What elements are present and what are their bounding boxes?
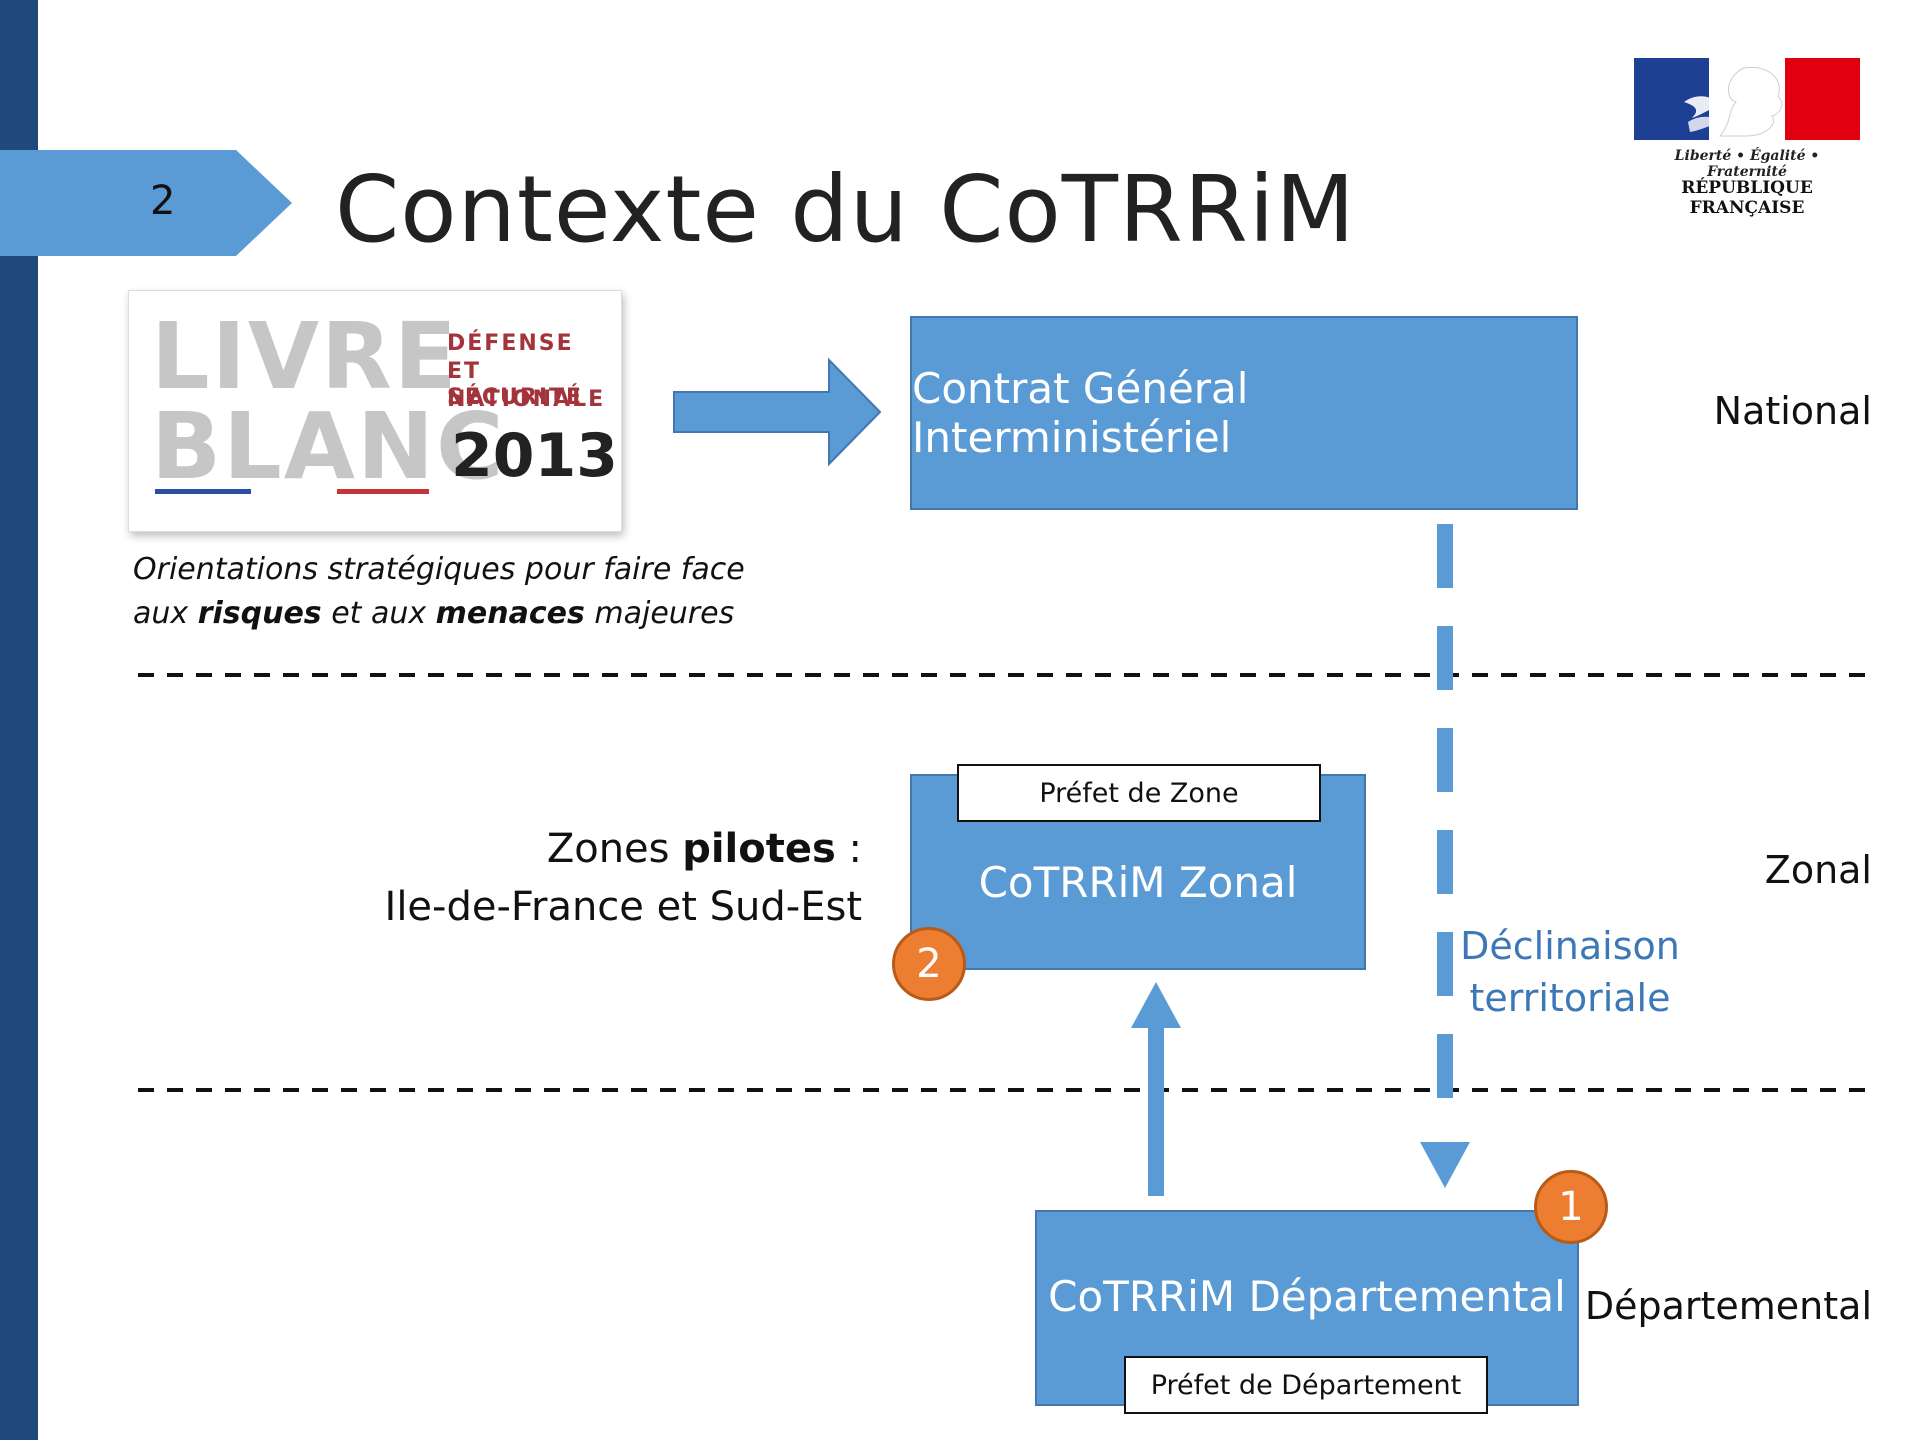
slide-number-tab xyxy=(0,150,292,256)
badge-two: 2 xyxy=(892,927,966,1001)
declinaison-line-2: territoriale xyxy=(1469,976,1671,1020)
defense-word: DÉFENSE xyxy=(447,331,574,356)
declinaison-line-1: Déclinaison xyxy=(1460,924,1680,968)
arrow-right-to-national xyxy=(673,357,882,467)
zones-pilotes-text: Zones pilotes : Ile-de-France et Sud-Est xyxy=(300,820,862,936)
text-part: et aux xyxy=(321,596,436,631)
box-dep-label: CoTRRiM Départemental xyxy=(1048,1271,1566,1321)
up-arrow-head xyxy=(1131,982,1181,1028)
declinaison-arrowhead xyxy=(1420,1142,1470,1188)
box-zonal-label: CoTRRiM Zonal xyxy=(978,857,1298,907)
orientations-line-2: aux risques et aux menaces majeures xyxy=(133,592,793,636)
securite-word: ET SÉCURITÉ xyxy=(447,359,584,410)
republic-name: RÉPUBLIQUE FRANÇAISE xyxy=(1681,178,1813,218)
text-part: majeures xyxy=(584,596,735,631)
box-contrat-general: Contrat Général Interministériel xyxy=(910,316,1578,510)
republique-francaise-logo: Liberté • Égalité • Fraternité RÉPUBLIQU… xyxy=(1634,58,1860,218)
risques-bold: risques xyxy=(197,596,322,631)
level-zonal: Zonal xyxy=(1764,848,1872,892)
slide-number: 2 xyxy=(150,178,176,224)
text-part: aux xyxy=(133,596,198,631)
text-part: Zones xyxy=(546,826,683,872)
livre-word: LIVRE xyxy=(151,303,459,410)
livre-blanc-cover: LIVRE BLANC DÉFENSE ET SÉCURITÉ NATIONAL… xyxy=(128,290,622,532)
declinaison-territoriale-label: Déclinaison territoriale xyxy=(1440,920,1700,1024)
label-prefet-zone: Préfet de Zone xyxy=(957,764,1321,822)
red-underline xyxy=(337,489,429,494)
text-part: : xyxy=(835,826,863,872)
livre-year: 2013 xyxy=(451,421,618,491)
pilotes-bold: pilotes xyxy=(682,826,836,872)
orientations-text: Orientations stratégiques pour faire fac… xyxy=(133,548,793,636)
badge-one: 1 xyxy=(1534,1170,1608,1244)
marianne-profile-icon xyxy=(1684,66,1783,137)
orientations-line-1: Orientations stratégiques pour faire fac… xyxy=(133,552,745,587)
level-national: National xyxy=(1713,389,1872,433)
label-prefet-departement: Préfet de Département xyxy=(1124,1356,1488,1414)
level-departemental: Départemental xyxy=(1584,1284,1872,1328)
zones-line-2: Ile-de-France et Sud-Est xyxy=(384,884,862,930)
republic-motto: Liberté • Égalité • Fraternité xyxy=(1674,148,1820,180)
slide-title: Contexte du CoTRRiM xyxy=(335,156,1356,263)
up-arrow-shaft xyxy=(1148,1024,1164,1196)
zones-line-1: Zones pilotes : xyxy=(300,820,862,878)
menaces-bold: menaces xyxy=(435,596,585,631)
blanc-word: BLANC xyxy=(151,393,506,500)
nationale-word: NATIONALE xyxy=(447,387,606,412)
blue-underline xyxy=(155,489,251,494)
